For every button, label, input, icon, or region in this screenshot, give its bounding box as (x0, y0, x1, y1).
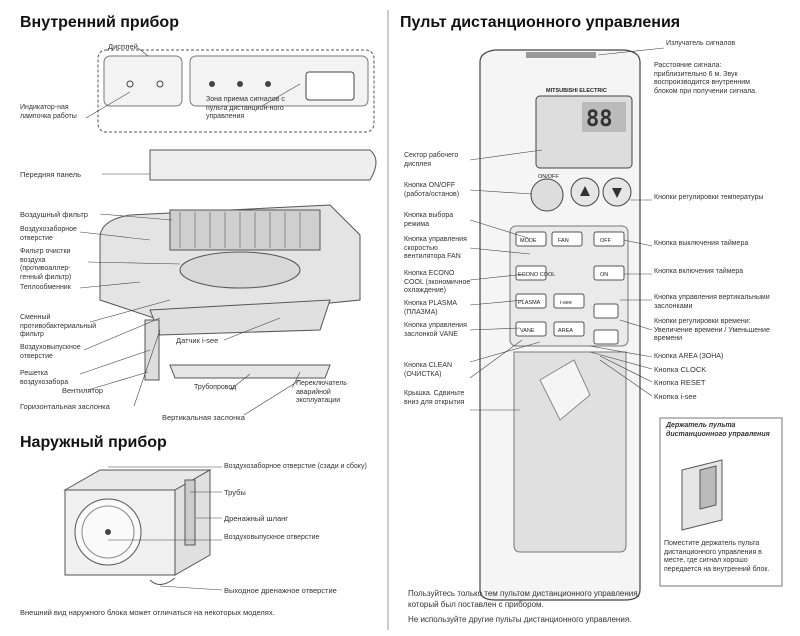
remote-label-isee: Кнопка i-see (654, 392, 697, 401)
holder-text: Поместите держатель пульта дистанционног… (664, 540, 770, 573)
label-fan: Вентилятор (62, 386, 104, 395)
label-deodorizing: Фильтр очистки воздуха (противоаллер-ген… (20, 248, 72, 281)
label-emergency: Переключатель аварийной эксплуатации (296, 380, 347, 404)
indoor-grille-shape (169, 364, 331, 379)
label-intake: Воздухозаборное отверстие (20, 226, 77, 242)
indoor-fan (179, 251, 301, 289)
remote-label-temp: Кнопки регулировки температуры (654, 194, 764, 201)
label-vertical-vane: Вертикальная заслонка (162, 413, 245, 422)
outdoor-label-drain-outlet: Выходное дренажное отверстие (224, 586, 337, 595)
remote-title: Пульт дистанционного управления (400, 14, 681, 31)
remote-note-1: Пользуйтесь только тем пультом дистанцио… (408, 589, 640, 609)
outdoor-label-drain-hose: Дренажный шланг (224, 514, 288, 523)
label-pipe: Трубопровод (194, 384, 237, 391)
label-reception: Зона приема сигналов с пульта дистанцион… (206, 96, 285, 120)
onoff-text: ON/OFF (538, 174, 559, 180)
indoor-leader-lines (79, 47, 301, 416)
mode-text: MODE (520, 238, 537, 244)
label-i-see: Датчик i-see (176, 336, 219, 345)
remote-label-area: Кнопка AREA (ЗОНА) (654, 353, 724, 360)
isee-text: i-see (560, 300, 572, 306)
outdoor-title: Наружный прибор (20, 434, 167, 451)
remote-label-econo: Кнопка ECONO COOL (экономичное охлаждени… (404, 270, 471, 294)
econo-text: ECONO COOL (518, 272, 555, 278)
remote-note-2: Не используйте другие пульты дистанционн… (408, 615, 632, 624)
remote-label-onoff: Кнопка ON/OFF (работа/останов) (404, 182, 460, 198)
remote-label-clean: Кнопка CLEAN (ОЧИСТКА) (404, 362, 453, 378)
area-text: AREA (558, 328, 573, 334)
outdoor-label-pipes: Трубы (224, 488, 246, 497)
remote-label-cover: Крышка. Сдвиньте вниз для открытия (404, 390, 465, 406)
label-indicator: Индикатор-ная лампочка работы (20, 104, 77, 120)
label-outlet: Воздуховыпускное отверстие (20, 344, 81, 360)
label-display: Дисплей (108, 42, 138, 51)
label-front-panel: Передняя панель (20, 170, 82, 179)
plasma-text: PLASMA (518, 300, 541, 306)
holder-drawing (681, 459, 723, 531)
remote-label-vane: Кнопка управления заслонкой VANE (404, 322, 467, 338)
label-heat-exchanger: Теплообменник (20, 284, 71, 291)
outdoor-label-intake: Воздухозаборное отверстие (сзади и сбоку… (224, 463, 367, 470)
holder-title: Держатель пульта дистанционного управлен… (666, 422, 770, 438)
indoor-display-box (97, 49, 375, 133)
remote-leader-lines (469, 47, 665, 411)
outdoor-note: Внешний вид наружного блока может отлича… (20, 608, 275, 617)
remote-digits: 88 (586, 107, 613, 132)
outdoor-leader-lines (108, 466, 223, 591)
remote-label-time: Кнопки регулировки времени: Увеличение в… (654, 318, 770, 342)
remote-label-emitter: Излучатель сигналов (666, 40, 736, 47)
remote-label-emitter-note: Расстояние сигнала: приблизительно 6 м. … (654, 62, 758, 95)
remote-label-widevane: Кнопка управления вертикальными заслонка… (654, 294, 770, 310)
indoor-display-left-panel (103, 55, 183, 107)
remote-label-clock: Кнопка CLOCK (654, 365, 707, 374)
off-timer-text: OFF (600, 238, 612, 244)
label-air-filter: Воздушный фильтр (20, 210, 88, 219)
remote-brand: MITSUBISHI ELECTRIC (546, 88, 607, 94)
remote-drawing (479, 49, 641, 601)
vane-text: VANE (520, 328, 535, 334)
indoor-front-panel (149, 149, 377, 181)
remote-label-reset: Кнопка RESET (654, 378, 706, 387)
remote-label-on-timer: Кнопка включения таймера (654, 268, 744, 275)
indoor-filter-block (169, 209, 321, 251)
remote-label-plasma: Кнопка PLASMA (ПЛАЗМА) (404, 300, 457, 316)
label-horizontal-vane: Горизонтальная заслонка (20, 402, 110, 411)
indoor-title: Внутренний прибор (20, 14, 179, 31)
indoor-pipe-shape (144, 319, 160, 381)
label-vent-filter: Сменный противобактериальный фильтр (20, 314, 97, 338)
remote-label-sector: Сектор рабочего дисплея (404, 152, 459, 168)
outdoor-label-outlet: Воздуховыпускное отверстие (224, 534, 320, 541)
fan-text: FAN (558, 238, 569, 244)
outdoor-unit-drawing (63, 469, 212, 585)
on-timer-text: ON (600, 272, 608, 278)
remote-label-fan: Кнопка управления скоростью вентилятора … (404, 236, 467, 260)
receiver-window (305, 71, 355, 101)
label-grille: Решетка воздухозабора (20, 370, 69, 386)
remote-label-off-timer: Кнопка выключения таймера (654, 240, 749, 247)
remote-label-mode: Кнопка выбора режима (404, 212, 454, 228)
